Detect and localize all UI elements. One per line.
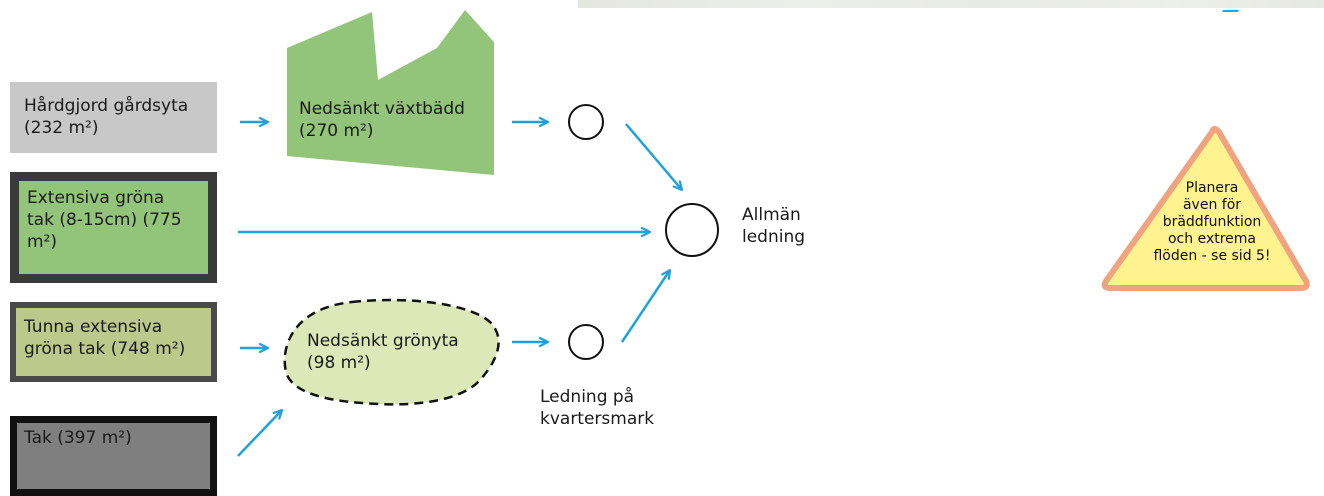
warning-triangle xyxy=(1101,126,1310,291)
arrow-outlet-to-allman xyxy=(625,123,682,190)
warning-line-5: flöden - se sid 5! xyxy=(1153,248,1271,264)
gronyta-name: Nedsänkt grönyta xyxy=(307,331,459,351)
outlet-circle-top xyxy=(568,104,604,140)
source-tunna-extensiva-grona-tak: Tunna extensiva gröna tak (748 m²) xyxy=(10,302,217,382)
warning-text: Planera även för bräddfunktion och extre… xyxy=(1139,180,1285,265)
vaxtbadd-label: Nedsänkt växtbädd (270 m²) xyxy=(299,98,465,142)
hardgjord-area: (232 m²) xyxy=(24,118,99,138)
arrow-tak-to-gronyta xyxy=(237,410,282,457)
warning-line-3: bräddfunktion xyxy=(1162,214,1262,230)
allman-line1: Allmän xyxy=(742,205,801,225)
kvarter-ledning-circle xyxy=(568,324,604,360)
tak-label: Tak (397 m²) xyxy=(24,428,132,448)
tunna-label-2: gröna tak (748 m²) xyxy=(24,339,186,359)
vaxtbadd-shape xyxy=(287,10,494,175)
hardgjord-label: Hårdgjord gårdsyta xyxy=(24,96,189,116)
gronyta-label: Nedsänkt grönyta (98 m²) xyxy=(307,330,459,374)
gronyta-area: (98 m²) xyxy=(307,353,371,373)
vaxtbadd-area: (270 m²) xyxy=(299,121,374,141)
kvarter-line1: Ledning på xyxy=(540,387,635,407)
allman-ledning-circle xyxy=(665,203,719,257)
warning-line-4: och extrema xyxy=(1167,231,1256,247)
gronyta-shape xyxy=(283,298,500,406)
kvarter-line2: kvartersmark xyxy=(540,409,655,429)
warning-line-2: även för xyxy=(1182,197,1242,213)
extensiva-label-3: m²) xyxy=(27,232,58,252)
arrow-kvarter-to-allman xyxy=(620,270,670,343)
extensiva-label-2: tak (8-15cm) (775 xyxy=(27,210,182,230)
source-hardgjord-gardsyta: Hårdgjord gårdsyta (232 m²) xyxy=(10,82,217,153)
warning-line-1: Planera xyxy=(1185,180,1239,196)
tunna-label-1: Tunna extensiva xyxy=(24,317,163,337)
extensiva-label-1: Extensiva gröna xyxy=(27,188,165,208)
allman-line2: ledning xyxy=(742,227,806,247)
map-background-strip xyxy=(578,0,1324,8)
source-extensiva-grona-tak: Extensiva gröna tak (8-15cm) (775 m²) xyxy=(10,172,217,283)
kvarter-ledning-label: Ledning på kvartersmark xyxy=(540,386,654,430)
vaxtbadd-name: Nedsänkt växtbädd xyxy=(299,99,465,119)
source-tak: Tak (397 m²) xyxy=(10,416,217,496)
allman-ledning-label: Allmän ledning xyxy=(742,204,805,248)
